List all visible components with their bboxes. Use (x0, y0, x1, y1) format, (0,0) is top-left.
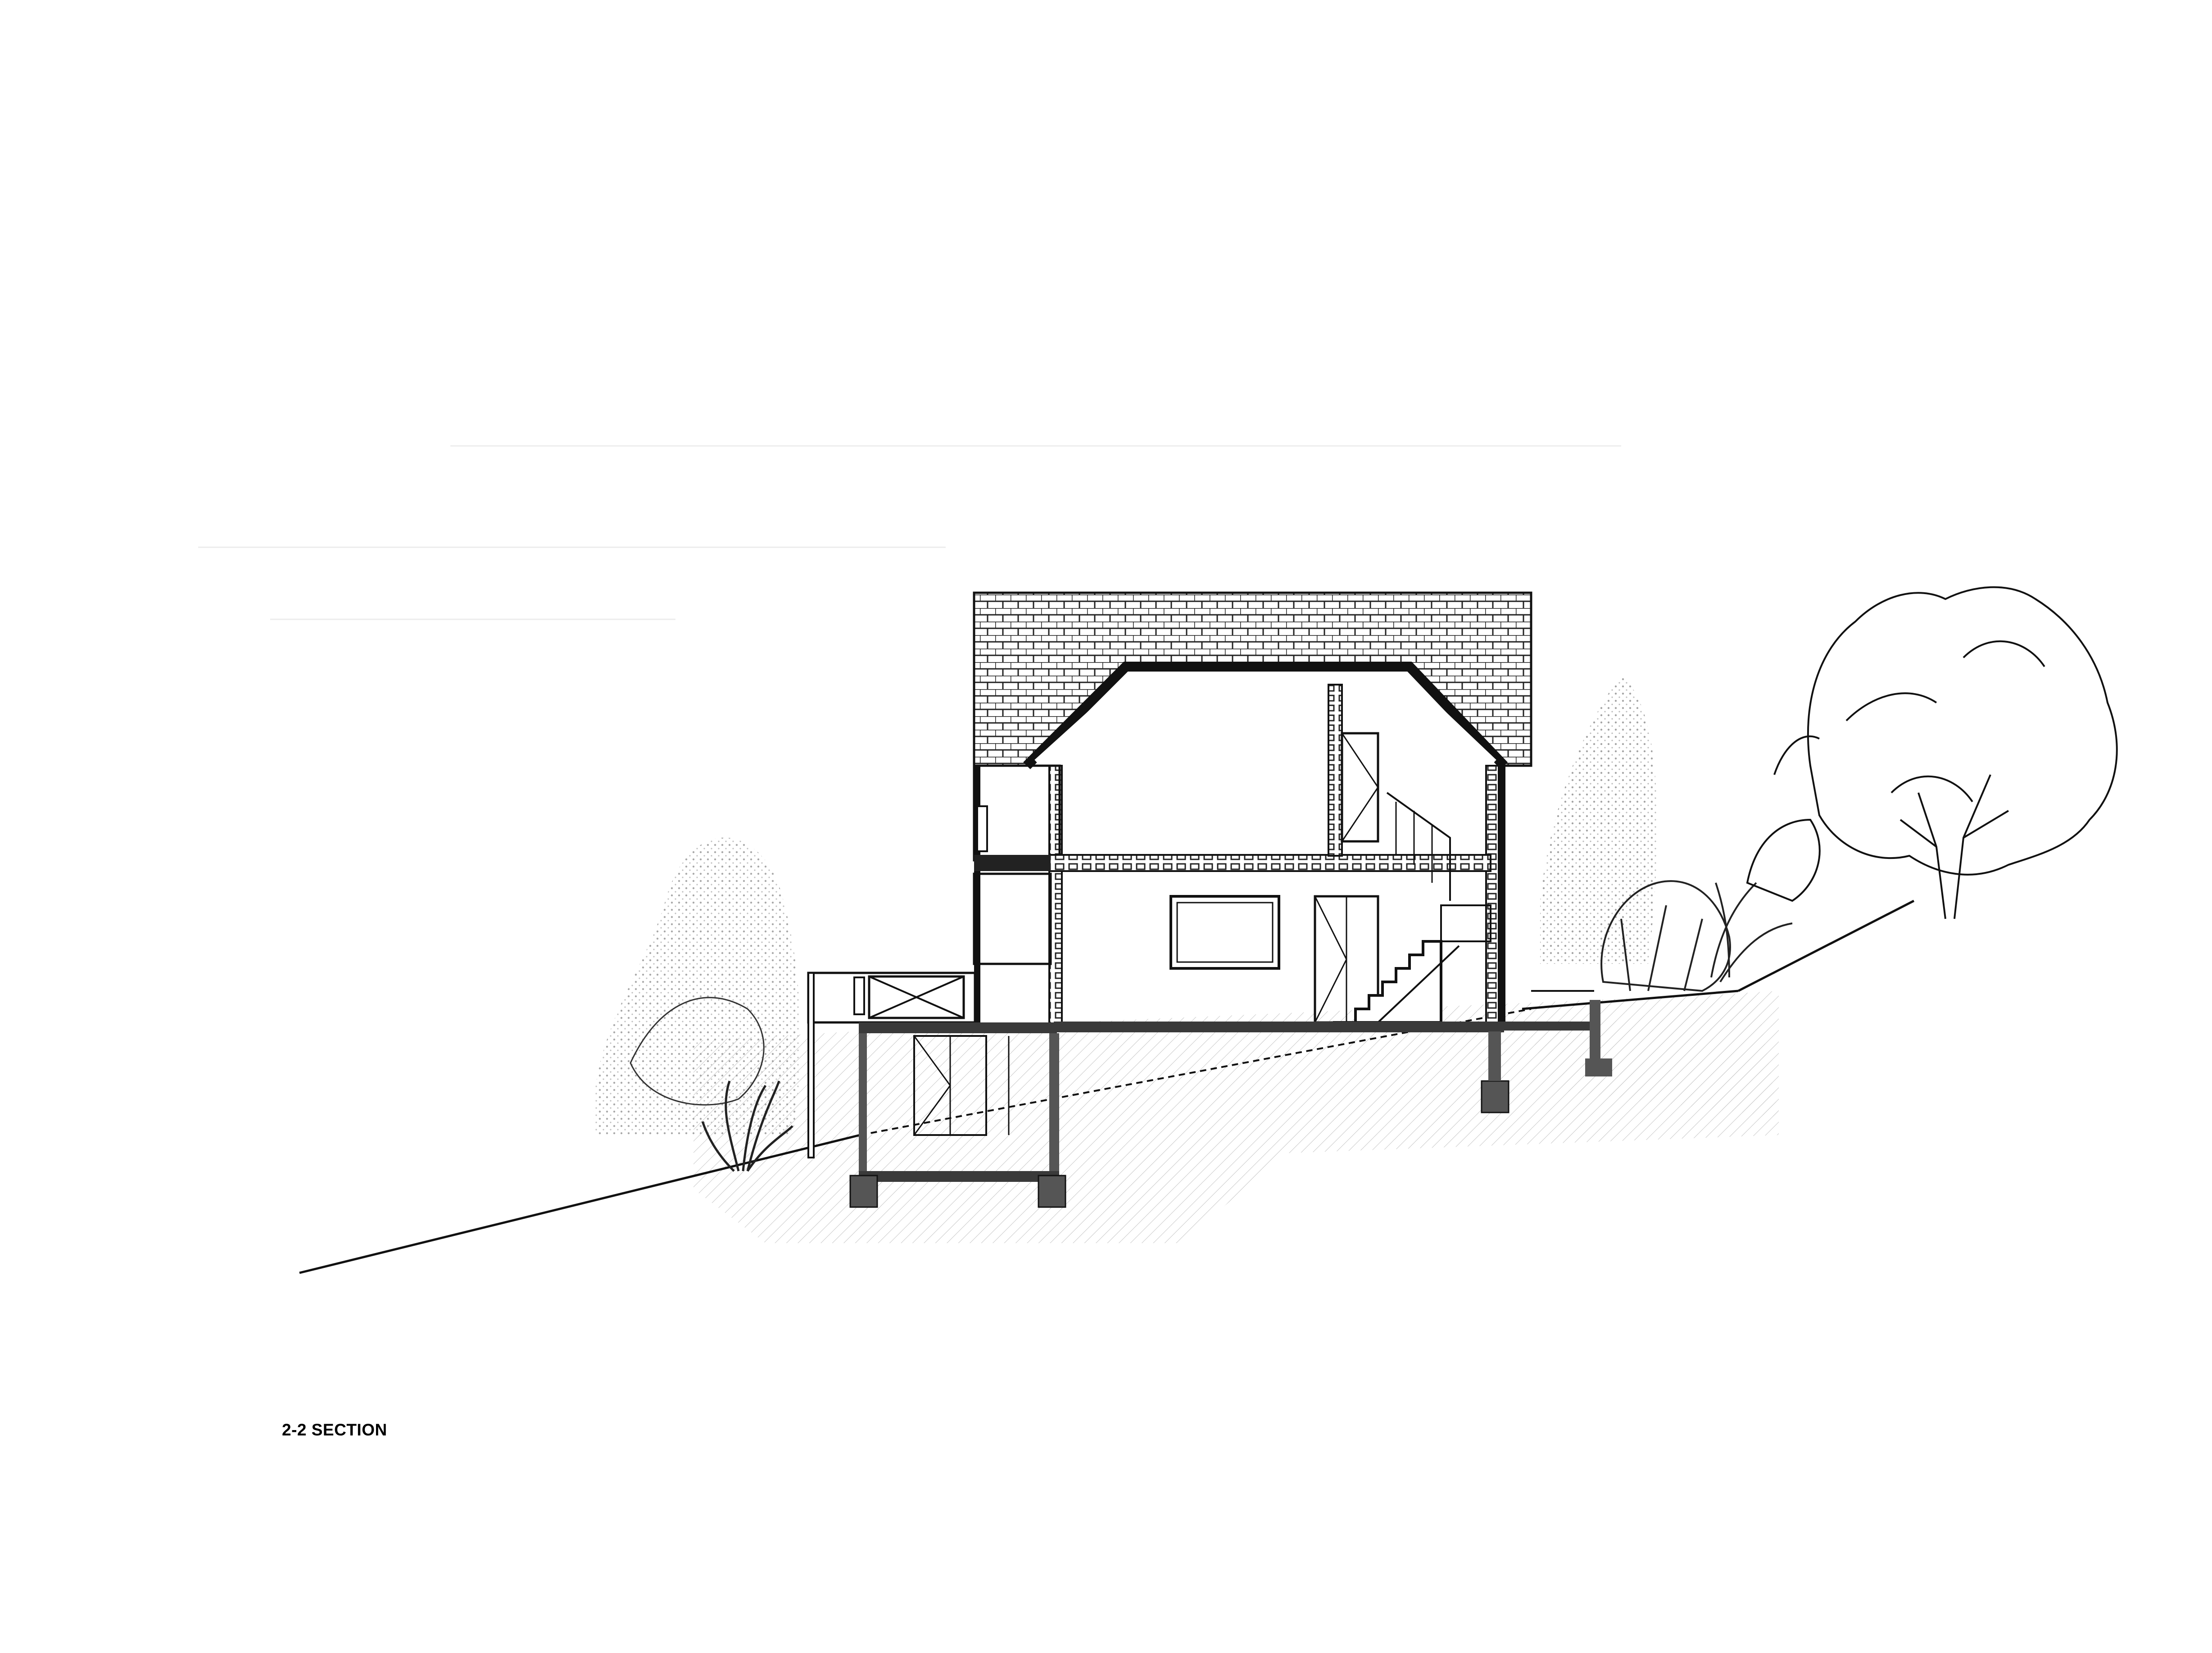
section-title: 2-2 SECTION (282, 1421, 387, 1439)
terrain-line (299, 899, 1915, 1274)
stair (1333, 940, 1442, 1024)
shrub-left (594, 837, 801, 1135)
grass-left (701, 1081, 793, 1172)
footing-left (849, 1175, 878, 1208)
footing-mid (1038, 1175, 1066, 1208)
footing-right (1481, 1080, 1509, 1113)
faint-horizon (198, 445, 1621, 620)
shrub-right (1600, 880, 1793, 992)
shrub-right-center (1540, 676, 1657, 964)
tree-right (1746, 586, 2118, 919)
building-section (807, 591, 1612, 1208)
